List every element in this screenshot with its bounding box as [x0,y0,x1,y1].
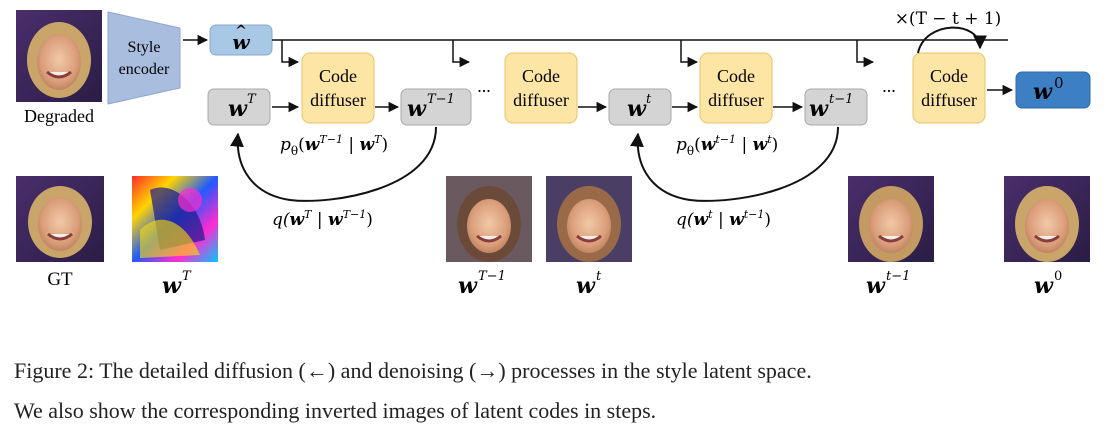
style-encoder-line1: Style [128,39,161,56]
svg-text:Code: Code [930,66,968,86]
svg-text:diffuser: diffuser [513,90,569,110]
q-label-2: q(wt | wt−1) [676,208,771,230]
style-encoder-line2: encoder [119,61,170,78]
branch-to-diffuser-3 [680,40,699,68]
code-diffuser-1: Code diffuser [301,52,375,124]
branch-to-diffuser-1 [281,40,300,68]
svg-text:w: w [866,273,886,299]
w-hat-text: w [232,30,250,54]
w-T-minus-1-image [446,176,532,262]
svg-text:q(wt | wt−1): q(wt | wt−1) [676,208,771,230]
loop-label: ×(T − t + 1) [895,9,1002,29]
code-diffuser-4: Code diffuser [912,52,986,124]
code-diffuser-2: Code diffuser [504,52,578,124]
svg-text:t: t [596,269,602,284]
svg-text:w: w [162,273,182,299]
w0-label: w 0 [1034,269,1062,299]
code-diffuser-3: Code diffuser [699,52,773,124]
svg-text:w: w [576,273,596,299]
wt-label: w t [576,269,602,299]
svg-text:w: w [627,96,647,122]
caption-line-2: We also show the corresponding inverted … [14,398,657,423]
w-t-image [546,176,632,262]
ellipsis-1: ... [477,76,491,96]
svg-text:Code: Code [319,66,357,86]
node-w-T-minus-1: w T−1 [400,88,472,126]
svg-text:diffuser: diffuser [310,90,366,110]
svg-text:w: w [407,96,427,122]
svg-text:q(wT | wT−1): q(wT | wT−1) [272,208,373,230]
node-w-0: w 0 [1015,71,1091,109]
node-w-t-minus-1: w t−1 [804,88,868,126]
svg-text:w: w [458,273,478,299]
svg-text:t: t [646,92,652,107]
noise-image [132,176,218,262]
degraded-label: Degraded [24,106,94,126]
svg-text:w: w [809,96,829,122]
q-label-1: q(wT | wT−1) [272,208,373,230]
style-encoder: Style encoder [107,11,181,105]
wTm1-label: w T−1 [458,269,506,299]
svg-text:diffuser: diffuser [708,90,764,110]
svg-text:pθ(wT−1 | wT): pθ(wT−1 | wT) [280,133,388,158]
p-label-1: pθ(wT−1 | wT) [280,133,388,158]
node-w-t: w t [608,88,672,126]
svg-text:t−1: t−1 [829,92,853,107]
svg-text:w: w [1034,273,1054,299]
w-hat-node: w ^ [209,23,273,56]
diffusion-arc-2 [629,126,839,202]
degraded-image [16,10,102,102]
svg-text:w: w [1033,79,1053,105]
gt-image [16,176,104,262]
w-t-minus-1-image [848,176,934,262]
svg-text:diffuser: diffuser [921,90,977,110]
wtm1-label: w t−1 [866,269,910,299]
node-w-T: w T [207,88,271,126]
svg-text:pθ(wt−1 | wt): pθ(wt−1 | wt) [676,133,778,158]
svg-text:Code: Code [717,66,755,86]
svg-text:Code: Code [522,66,560,86]
svg-text:0: 0 [1054,269,1062,284]
gt-label: GT [47,269,73,290]
svg-text:T: T [182,269,192,284]
ellipsis-2: ... [882,76,896,96]
svg-text:w: w [228,96,248,122]
caption-line-1: Figure 2: The detailed diffusion (←) and… [14,358,812,383]
svg-text:T: T [247,92,257,107]
diffusion-arc-1 [229,126,437,202]
wT-label: w T [162,269,192,299]
loop-arrow [917,26,987,54]
p-label-2: pθ(wt−1 | wt) [676,133,778,158]
branch-to-diffuser-4 [856,40,875,68]
w-0-image [1004,176,1090,262]
svg-text:T−1: T−1 [478,269,506,284]
svg-text:T−1: T−1 [427,92,455,107]
svg-text:^: ^ [235,23,247,39]
svg-text:0: 0 [1054,74,1064,92]
svg-text:t−1: t−1 [886,269,910,284]
branch-to-diffuser-2 [452,40,471,68]
